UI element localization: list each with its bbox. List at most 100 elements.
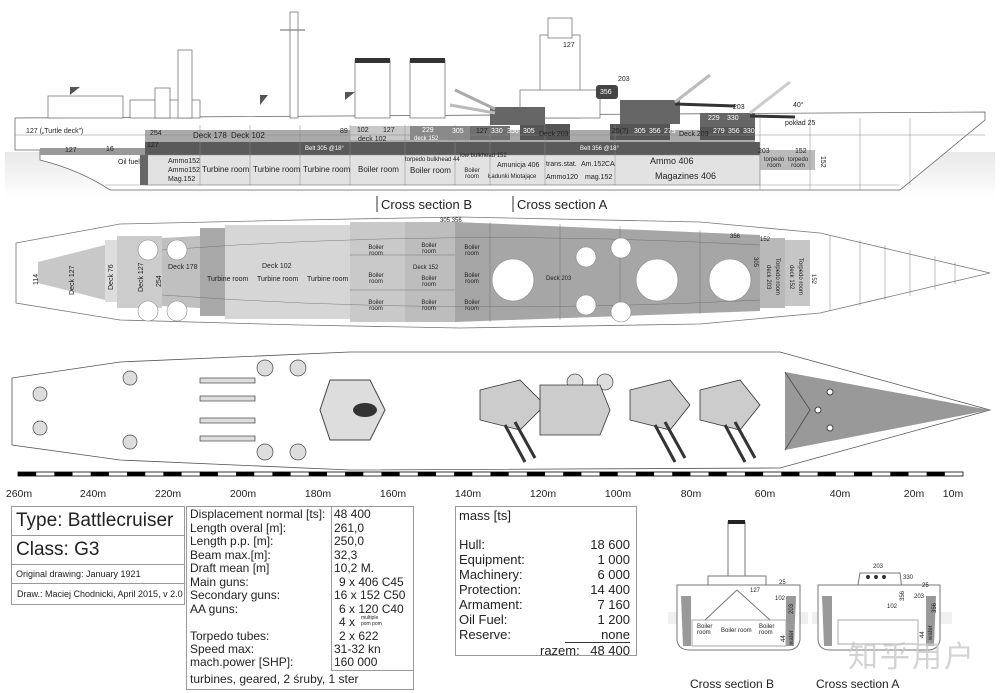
label-turbine-room: Turbine room	[307, 276, 349, 283]
mass-value: 1 000	[597, 552, 630, 567]
spec-value: 10,2 M.	[334, 561, 375, 575]
label: CA	[605, 161, 615, 168]
label: water	[789, 630, 795, 645]
specs-table	[186, 506, 414, 690]
author-credit: Draw.: Maciej Chodnicki, April 2015, v 2…	[17, 589, 183, 599]
scale-bar-segment	[744, 472, 764, 476]
label: 127	[750, 588, 761, 594]
spec-value: 250,0	[334, 534, 365, 548]
mass-total-value: 48 400	[590, 643, 630, 658]
label: 305	[523, 128, 535, 135]
watermark: 知乎用户	[848, 641, 976, 674]
label-deck-178: Deck 178	[193, 131, 227, 140]
scale-bar-segment	[454, 472, 473, 476]
spec-label: Secondary guns:	[190, 588, 281, 602]
scale-tick-label: 40m	[829, 488, 851, 500]
label: 279	[664, 128, 676, 135]
spec-value: 48 400	[334, 507, 371, 521]
pom-pom-note: multiple pom pom	[361, 615, 382, 627]
spec-value: 2 x 622	[339, 628, 379, 643]
ship-class: Class: G3	[12, 536, 184, 565]
label-torpedo-room: torpedo room	[763, 157, 785, 169]
label-boiler-room: Boiler room	[464, 300, 480, 312]
label: 330	[743, 128, 755, 135]
label-boiler-room: Boiler room	[368, 245, 384, 257]
ship-type: Type: Battlecruiser	[12, 507, 184, 536]
spec-label: Length overal [m]:	[190, 520, 287, 535]
scale-tick-label: 100m	[604, 488, 632, 500]
label: 356	[728, 128, 740, 135]
spec-value: 160 000	[334, 655, 378, 669]
label-belt: Belt 305 @18°	[305, 146, 344, 152]
label: deck 203	[765, 265, 771, 290]
label: 203	[758, 148, 770, 155]
mass-total-label: razem:	[540, 643, 580, 658]
label: 44	[781, 635, 787, 642]
label: 102	[357, 127, 369, 134]
label-boiler-room: Boiler room	[759, 624, 775, 636]
spec-label: Length p.p. [m]:	[190, 534, 274, 548]
scale-bar	[17, 471, 964, 477]
label-turbine-room: Turbine room	[253, 165, 301, 174]
spec-value: 31-32 kn	[334, 642, 381, 656]
spec-label: mach.power [SHP]:	[190, 655, 294, 669]
spec-label: Torpedo tubes:	[190, 628, 270, 643]
label-boiler-room: Boiler room	[421, 300, 437, 312]
label: 16	[106, 146, 114, 153]
label: 356	[900, 590, 906, 601]
spec-label: AA guns:	[190, 601, 239, 616]
spec-label: Displacement normal [ts]:	[190, 507, 326, 521]
label: 330	[491, 128, 503, 135]
mass-label: Equipment:	[459, 552, 525, 567]
label: 356	[730, 234, 741, 240]
label-boiler-room: Boiler room	[464, 168, 480, 180]
scale-tick-label: 160m	[379, 488, 407, 500]
scale-bar-segment	[890, 472, 909, 476]
mass-label: Oil Fuel:	[459, 612, 508, 627]
spec-value: 16 x 152 C50	[334, 588, 406, 602]
total-rule	[565, 642, 630, 643]
label-boiler-room: Boiler room	[421, 243, 437, 255]
mass-label: Armament:	[459, 597, 523, 612]
label: 356	[600, 89, 612, 96]
deck-plan-top-view	[15, 216, 991, 329]
original-drawing-date: Original drawing: January 1921	[12, 565, 184, 584]
label: torpedo bulkhead 44	[405, 157, 460, 163]
label: 330	[903, 575, 914, 581]
scale-bar-segment	[599, 472, 618, 476]
specs-value-column	[331, 506, 413, 671]
scale-bar-segment	[127, 472, 146, 476]
label: 203	[914, 594, 925, 600]
label: 25(?)	[612, 128, 629, 135]
mass-label: Protection:	[459, 582, 522, 597]
scale-tick-label: 140m	[454, 488, 482, 500]
label: 305	[634, 128, 646, 135]
mass-label: Machinery:	[459, 567, 523, 582]
specs-footer: turbines, geared, 2 śruby, 1 ster	[190, 672, 359, 686]
label-torpedo-room: Torpedo room	[797, 258, 803, 296]
scale-bar-segment	[199, 472, 218, 476]
label-belt: Belt 356 @18°	[580, 146, 619, 152]
label-torpedo-room: Torpedo room	[774, 258, 780, 296]
cross-section-b-drawing	[668, 520, 808, 651]
label-boiler-room: Boiler room	[464, 273, 480, 285]
scale-tick-label: 60m	[754, 488, 776, 500]
side-profile	[5, 11, 995, 212]
label: 152	[795, 148, 807, 155]
label: Deck 152	[413, 265, 439, 271]
mass-label: Hull:	[459, 537, 486, 552]
spec-value: 261,0	[334, 520, 365, 535]
scale-bar-segment	[18, 472, 37, 476]
label-turbine-room: Turbine room	[202, 165, 250, 174]
label-turbine-room: Turbine room	[303, 165, 351, 174]
label: 330	[727, 115, 739, 122]
label: water	[928, 625, 934, 640]
label: Deck 178	[168, 264, 198, 271]
spec-label: Main guns:	[190, 574, 249, 589]
mass-value: 14 400	[590, 582, 630, 597]
scale-bar-segment	[163, 472, 182, 476]
label: Deck 127	[138, 262, 145, 292]
label: 203	[733, 104, 745, 111]
label: 203	[789, 603, 795, 614]
